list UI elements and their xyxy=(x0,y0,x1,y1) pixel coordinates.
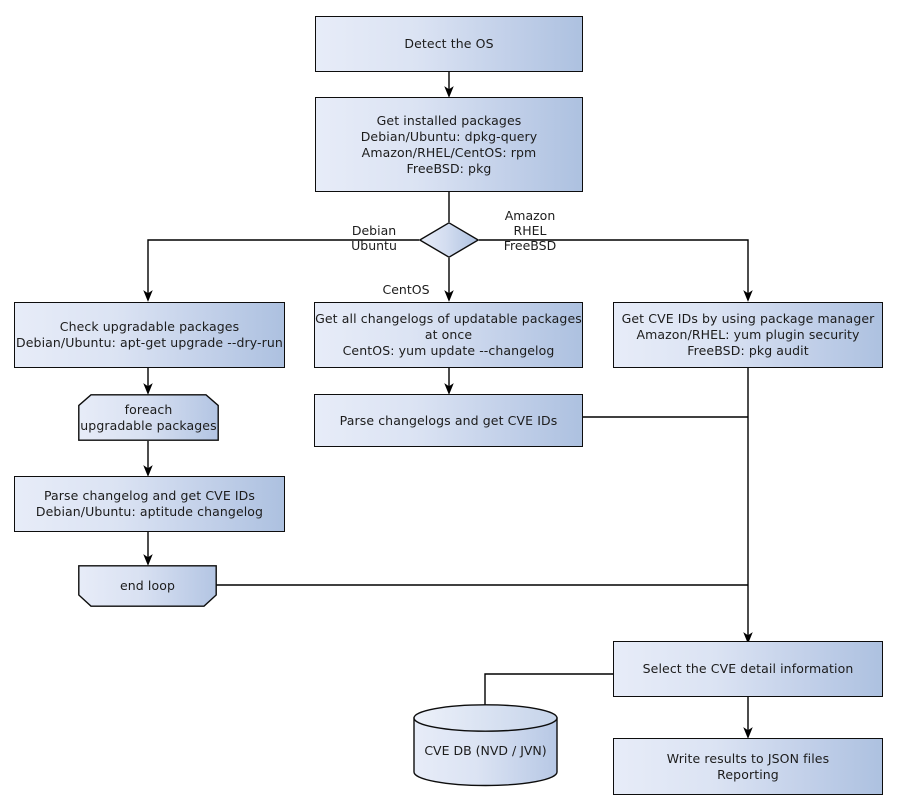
node-parse-changelog-get-cve-ids[interactable]: Parse changelog and get CVE IDs Debian/U… xyxy=(14,476,285,532)
node-get-installed-packages[interactable]: Get installed packages Debian/Ubuntu: dp… xyxy=(315,97,583,192)
edge-label-amazon-rhel-freebsd: Amazon RHEL FreeBSD xyxy=(488,193,572,253)
node-select-cve-detail[interactable]: Select the CVE detail information xyxy=(613,641,883,697)
node-end-loop[interactable]: end loop xyxy=(78,565,217,607)
node-parse-changelogs-get-cve-ids-label: Parse changelogs and get CVE IDs xyxy=(339,412,558,428)
edge-label-centos: CentOS xyxy=(370,267,442,297)
node-parse-changelogs-get-cve-ids[interactable]: Parse changelogs and get CVE IDs xyxy=(314,394,583,447)
node-detect-os-label: Detect the OS xyxy=(404,36,494,51)
node-check-upgradable-packages[interactable]: Check upgradable packages Debian/Ubuntu:… xyxy=(14,302,285,368)
node-get-cve-ids-package-manager-label: Get CVE IDs by using package manager Ama… xyxy=(621,311,875,358)
edge-label-debian-ubuntu: Debian Ubuntu xyxy=(336,208,412,253)
node-parse-changelog-get-cve-ids-label: Parse changelog and get CVE IDs Debian/U… xyxy=(35,488,264,519)
edge-label-centos-text: CentOS xyxy=(382,282,430,297)
node-end-loop-label: end loop xyxy=(119,578,176,593)
node-write-results[interactable]: Write results to JSON files Reporting xyxy=(613,738,883,795)
node-detect-os[interactable]: Detect the OS xyxy=(315,16,583,72)
node-get-cve-ids-package-manager[interactable]: Get CVE IDs by using package manager Ama… xyxy=(613,302,883,368)
node-foreach-upgradable-packages[interactable]: foreach upgradable packages xyxy=(78,394,219,441)
edge-label-debian-ubuntu-text: Debian Ubuntu xyxy=(351,223,397,253)
node-get-all-changelogs[interactable]: Get all changelogs of updatable packages… xyxy=(314,302,583,368)
edge-label-amazon-rhel-freebsd-text: Amazon RHEL FreeBSD xyxy=(503,208,557,253)
node-select-cve-detail-label: Select the CVE detail information xyxy=(642,661,854,676)
node-foreach-upgradable-packages-label: foreach upgradable packages xyxy=(80,401,217,433)
node-check-upgradable-packages-label: Check upgradable packages Debian/Ubuntu:… xyxy=(16,319,283,350)
node-os-decision[interactable] xyxy=(418,221,480,259)
node-write-results-label: Write results to JSON files Reporting xyxy=(666,750,830,782)
node-cve-db-label: CVE DB (NVD / JVN) xyxy=(424,742,547,758)
node-get-all-changelogs-label: Get all changelogs of updatable packages… xyxy=(315,311,582,358)
node-get-installed-packages-label: Get installed packages Debian/Ubuntu: dp… xyxy=(360,112,538,176)
node-cve-db[interactable]: CVE DB (NVD / JVN) xyxy=(413,704,558,787)
node-os-decision-label xyxy=(419,222,479,258)
